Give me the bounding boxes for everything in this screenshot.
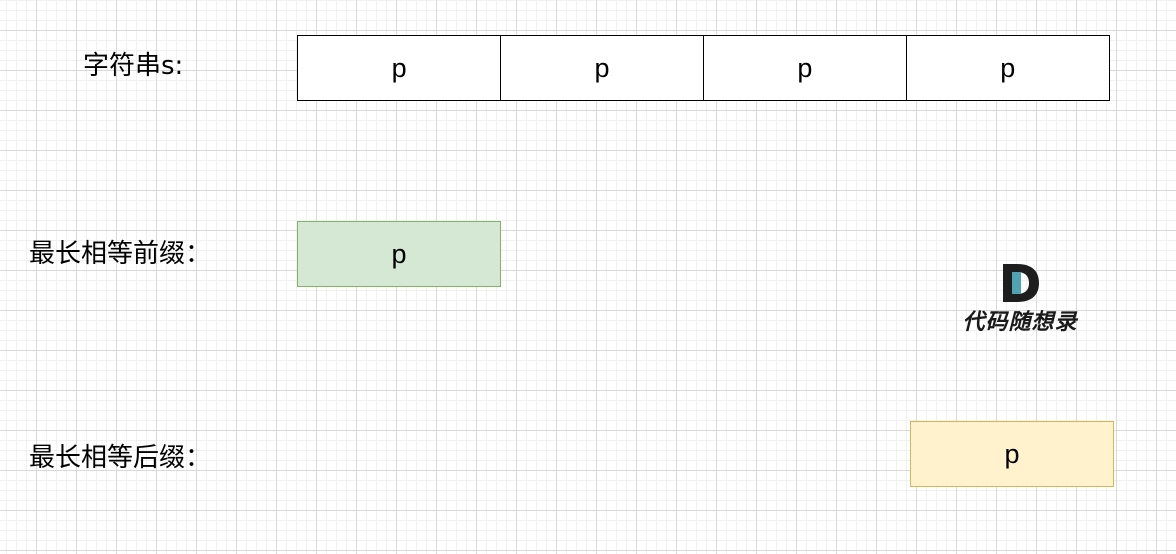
- logo-text: 代码随想录: [962, 309, 1078, 335]
- string-cell: p: [297, 35, 502, 101]
- prefix-cell: p: [297, 221, 501, 287]
- string-cell: p: [499, 35, 705, 101]
- string-cell: p: [702, 35, 908, 101]
- string-cell: p: [905, 35, 1110, 101]
- suffix-cell: p: [910, 421, 1114, 487]
- string-cells-row: p p p p: [297, 35, 1110, 101]
- prefix-label: 最长相等前缀：: [29, 239, 212, 269]
- d-logo-icon: [1003, 264, 1039, 302]
- suffix-label: 最长相等后缀：: [29, 443, 212, 473]
- logo: 代码随想录: [950, 258, 1090, 338]
- string-label: 字符串s:: [83, 51, 184, 81]
